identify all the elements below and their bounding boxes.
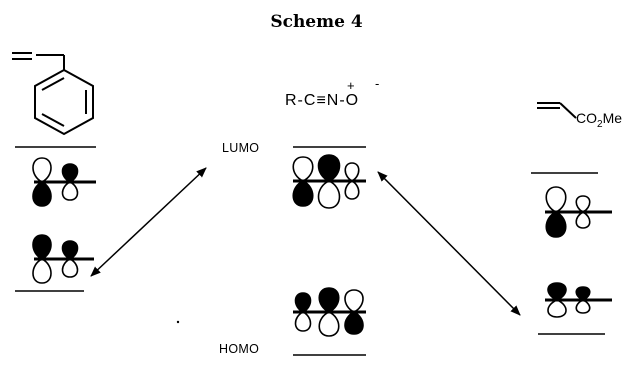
acrylate-lumo	[531, 172, 612, 238]
ester-co: CO	[576, 110, 597, 126]
lumo-label: LUMO	[222, 141, 260, 155]
styrene-structure	[12, 52, 94, 136]
styrene-lumo-orbital	[32, 157, 96, 207]
methyl-acrylate-structure	[537, 102, 577, 119]
styrene-homo	[15, 234, 94, 292]
ester-formula: CO2Me	[576, 110, 622, 130]
stray-dot	[176, 320, 180, 324]
nitrile-oxide-text: R-C≡N-O	[285, 92, 360, 109]
homo-label: HOMO	[219, 342, 260, 356]
styrene-homo-orbital	[32, 234, 94, 284]
nitrile-oxide-minus-charge: -	[375, 76, 380, 91]
scheme-title: Scheme 4	[270, 12, 363, 32]
interaction-arrow-left	[90, 167, 207, 277]
nitrile-oxide-lumo	[292, 146, 366, 209]
nitrile-oxide-plus-charge: +	[347, 78, 355, 93]
acrylate-homo-orbital	[545, 282, 612, 318]
interaction-arrow-right	[377, 171, 521, 316]
nitrile-oxide-formula: R-C≡N-O	[285, 92, 359, 110]
nitrile-oxide-lumo-orbital	[292, 154, 366, 209]
ester-me: Me	[602, 110, 623, 126]
acrylate-homo	[538, 282, 612, 335]
styrene-lumo	[15, 146, 96, 207]
nitrile-oxide-homo	[293, 287, 366, 356]
nitrile-oxide-homo-orbital	[293, 287, 366, 337]
ester-sub: 2	[597, 118, 603, 130]
acrylate-lumo-orbital	[545, 186, 612, 238]
